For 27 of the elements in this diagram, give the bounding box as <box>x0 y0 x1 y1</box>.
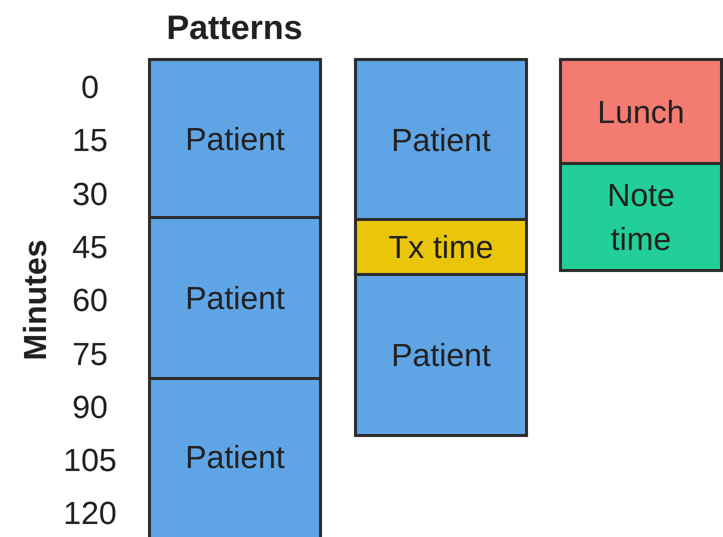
block-label: Patient <box>185 120 285 158</box>
schedule-block <box>559 58 723 165</box>
block-label: Patient <box>185 279 285 318</box>
block-label: Tx time <box>388 228 494 267</box>
schedule-block <box>354 273 528 437</box>
block-label: Lunch <box>597 92 685 132</box>
chart-title: Patterns <box>165 8 304 48</box>
block-label: Patient <box>391 120 491 160</box>
tick-label: 0 <box>80 68 100 106</box>
tick-label: 15 <box>71 121 109 160</box>
tick-label: 60 <box>71 281 109 320</box>
tick-label: 90 <box>71 388 109 426</box>
tick-label: 105 <box>62 441 118 480</box>
block-label: Patient <box>391 336 491 375</box>
tick-label: 75 <box>71 334 109 372</box>
schedule-block <box>148 58 322 219</box>
block-label: Patient <box>185 438 285 477</box>
axis-title: Minutes <box>16 238 54 362</box>
tick-label: 120 <box>62 494 118 532</box>
schedule-block <box>148 377 322 537</box>
tick-label: 30 <box>71 174 109 213</box>
schedule-block <box>148 216 322 380</box>
schedule-block <box>354 58 528 221</box>
schedule-block <box>354 218 528 276</box>
schedule-block <box>559 162 723 272</box>
tick-label: 45 <box>71 228 109 266</box>
block-label: Note time <box>606 176 676 259</box>
